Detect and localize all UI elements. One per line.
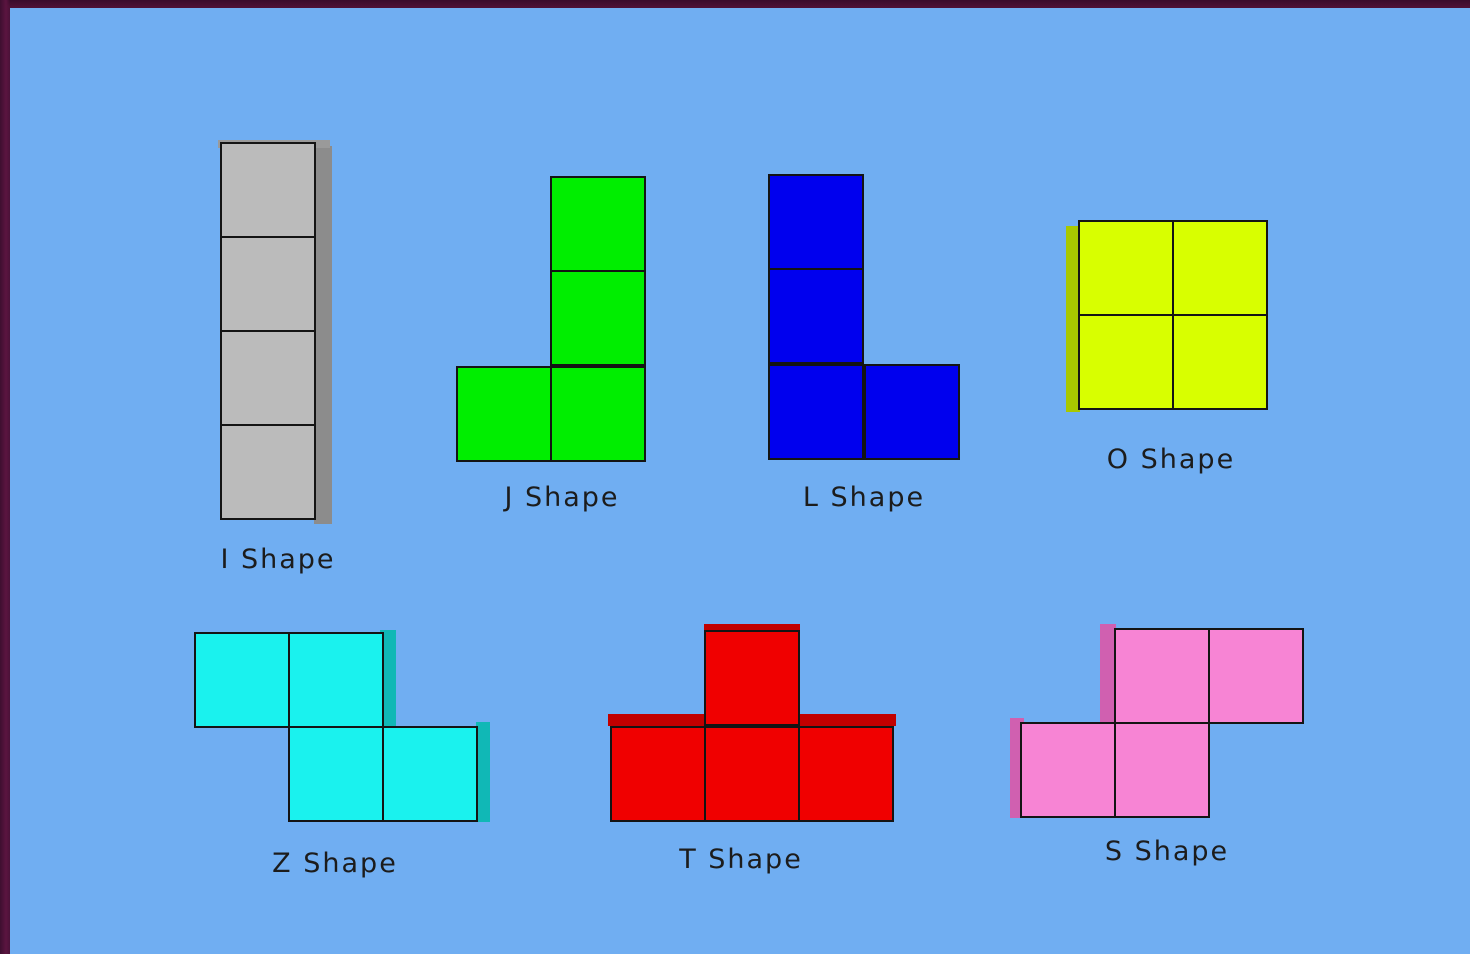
j-shape-block [550,366,646,462]
j-shape-block [456,366,552,462]
l-shape-block [768,174,864,270]
i-shape-block [220,142,316,238]
z-shape-block [288,632,384,728]
l-shape-block [768,268,864,364]
tetromino-board: I Shape J Shape L Shape O Shape Z Shape [10,8,1470,954]
o-shape-block [1172,314,1268,410]
t-shape-block [798,726,894,822]
t-shape-block [704,630,800,726]
s-shape-block [1114,628,1210,724]
j-shape-piece [456,174,654,466]
l-shape-block [768,364,864,460]
s-shape-piece [1010,622,1308,822]
i-shape-piece [218,140,334,526]
i-shape-side-face [314,146,332,524]
t-shape-piece [608,624,898,828]
o-shape-block [1172,220,1268,316]
l-shape-piece [768,172,964,462]
o-shape-block [1078,314,1174,410]
o-shape-piece [1066,218,1272,414]
z-shape-piece [194,628,492,828]
j-shape-block [550,270,646,366]
z-shape-block [194,632,290,728]
t-shape-block [610,726,706,822]
s-shape-block [1114,722,1210,818]
s-shape-label: S Shape [1105,836,1229,867]
z-shape-block [382,726,478,822]
z-shape-side-face [476,722,490,822]
t-shape-block [704,726,800,822]
i-shape-block [220,424,316,520]
i-shape-block [220,330,316,426]
o-shape-label: O Shape [1107,444,1235,475]
o-shape-block [1078,220,1174,316]
l-shape-block [864,364,960,460]
z-shape-label: Z Shape [272,848,398,879]
j-shape-block [550,176,646,272]
t-shape-label: T Shape [679,844,803,875]
z-shape-block [288,726,384,822]
j-shape-label: J Shape [504,482,619,513]
s-shape-block [1208,628,1304,724]
i-shape-block [220,236,316,332]
i-shape-label: I Shape [220,544,335,575]
s-shape-block [1020,722,1116,818]
l-shape-label: L Shape [803,482,925,513]
